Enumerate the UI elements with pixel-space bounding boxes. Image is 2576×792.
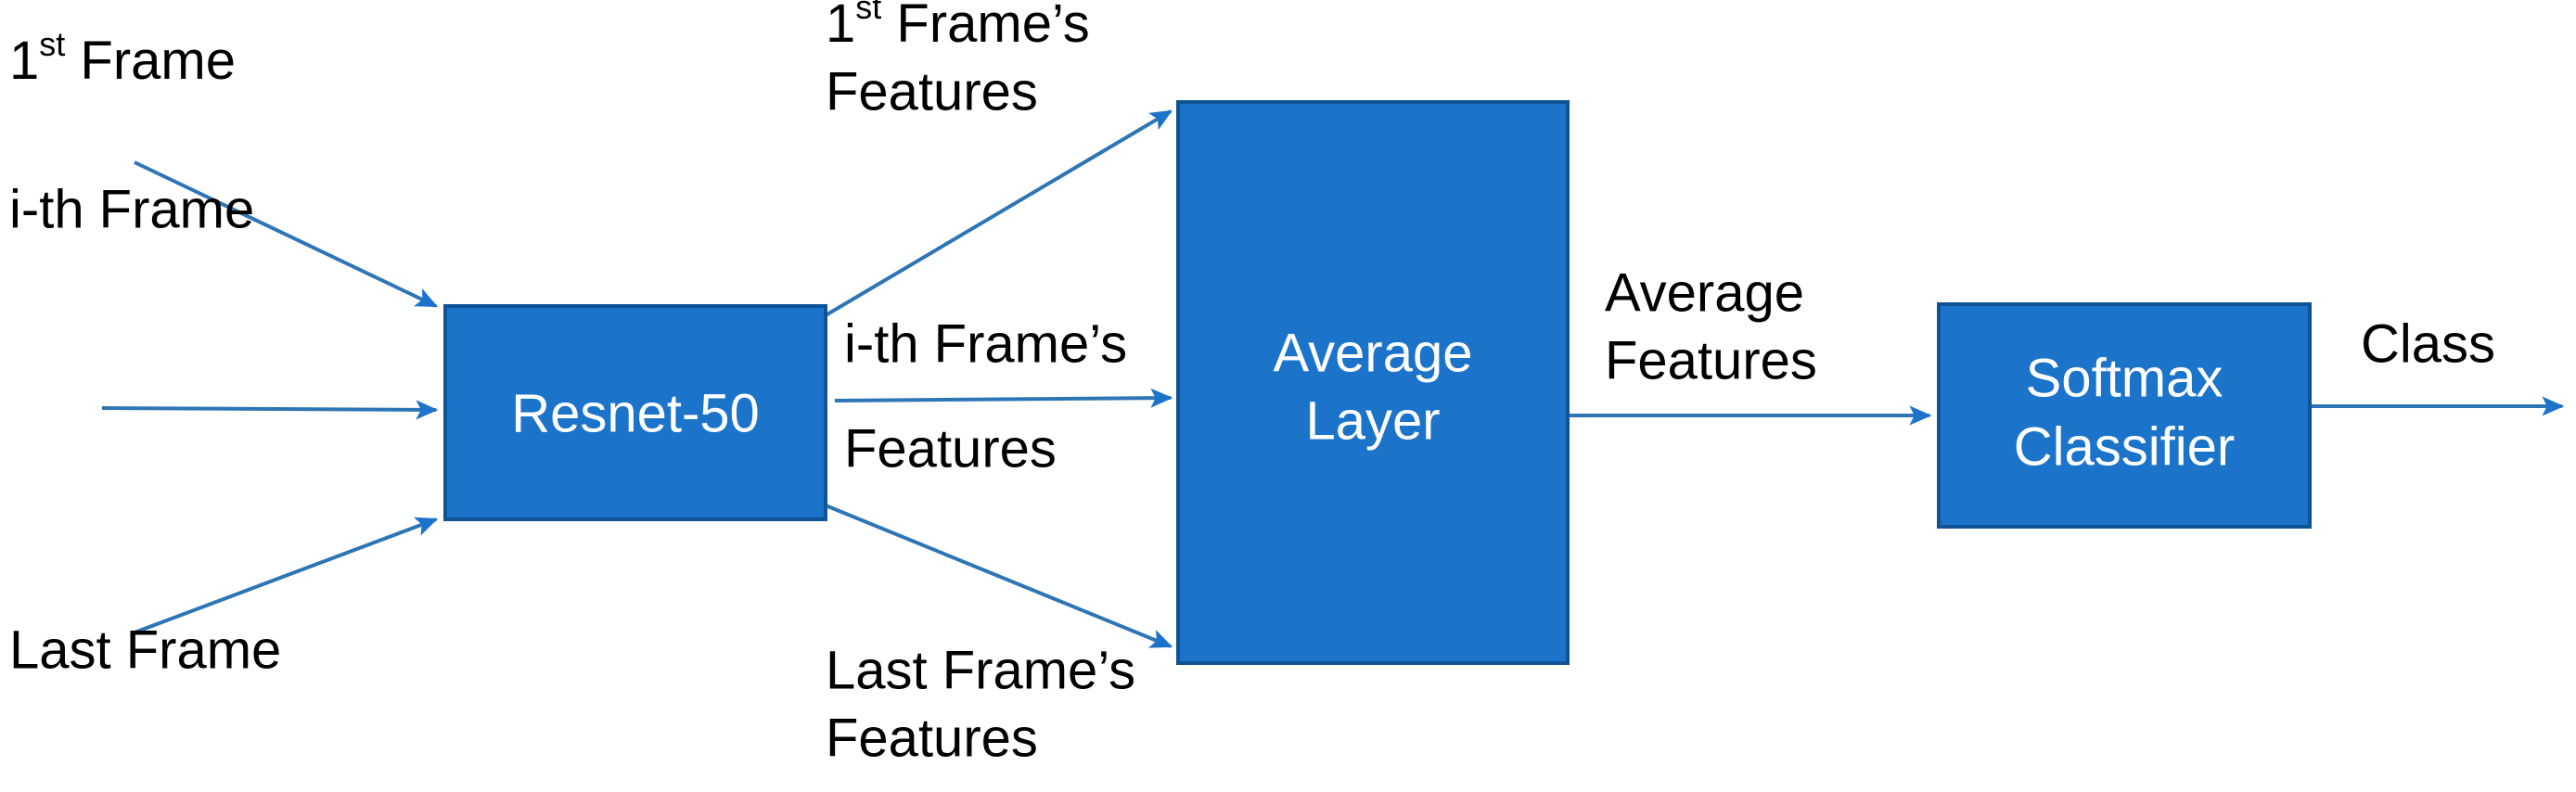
label-ith-frame-features-line1: i-th Frame’s bbox=[844, 313, 1127, 374]
label-first-frame-features-line2: Features bbox=[826, 61, 1038, 121]
softmax-classifier-label-line2: Classifier bbox=[2014, 416, 2236, 477]
label-last-frame-features-line2: Features bbox=[826, 708, 1038, 768]
edge-first-frame-to-resnet bbox=[134, 160, 439, 308]
edge-ith-frame-to-resnet bbox=[101, 400, 439, 420]
average-layer-box[interactable] bbox=[1176, 100, 1570, 665]
node-resnet50[interactable]: Resnet-50 bbox=[443, 304, 827, 521]
node-softmax-classifier[interactable]: Softmax Classifier bbox=[1937, 302, 2312, 529]
edges-group bbox=[101, 109, 2565, 648]
edge-resnet-to-average-mid bbox=[834, 388, 1173, 408]
edge-resnet-to-average-bottom bbox=[825, 504, 1173, 648]
label-first-frame-features-line1: 1st Frame’s bbox=[826, 0, 1090, 54]
average-layer-label-line1: Average bbox=[1274, 323, 1473, 383]
softmax-classifier-box[interactable] bbox=[1937, 302, 2312, 529]
edge-labels-group: 1st Frame’s Features i-th Frame’s Featur… bbox=[826, 0, 2495, 768]
resnet50-box[interactable] bbox=[443, 304, 827, 521]
label-first-frame-prefix: 1 bbox=[9, 31, 39, 91]
label-average-features-line2: Features bbox=[1605, 330, 1817, 390]
edge-resnet-to-average-top bbox=[824, 109, 1173, 317]
softmax-classifier-label-line1: Softmax bbox=[2026, 348, 2224, 408]
edge-last-frame-to-resnet bbox=[134, 517, 439, 634]
first-frame-features-sup: st bbox=[855, 0, 881, 26]
input-labels-group: 1st Frame i-th Frame Last Frame bbox=[9, 25, 281, 681]
average-layer-label-line2: Layer bbox=[1305, 390, 1440, 451]
label-first-frame: 1st Frame bbox=[9, 25, 236, 92]
label-last-frame: Last Frame bbox=[9, 620, 281, 680]
label-ith-frame: i-th Frame bbox=[9, 179, 254, 239]
label-ith-frame-features-line2: Features bbox=[844, 418, 1057, 479]
first-frame-features-suffix: Frame’s bbox=[881, 0, 1090, 54]
node-average-layer[interactable]: Average Layer bbox=[1176, 100, 1570, 665]
label-first-frame-suffix: Frame bbox=[65, 31, 236, 91]
label-last-frame-features-line1: Last Frame’s bbox=[826, 640, 1135, 700]
label-first-frame-sup: st bbox=[39, 25, 65, 63]
label-average-features-line1: Average bbox=[1605, 262, 1804, 323]
label-class: Class bbox=[2361, 313, 2495, 374]
resnet50-label: Resnet-50 bbox=[511, 383, 760, 443]
first-frame-features-prefix: 1 bbox=[826, 0, 855, 54]
